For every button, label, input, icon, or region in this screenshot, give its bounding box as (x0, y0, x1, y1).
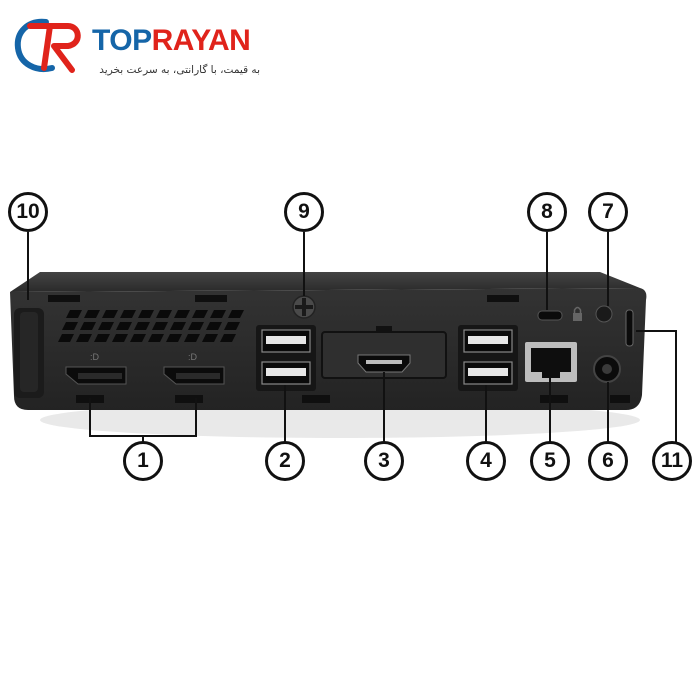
callout-4: 4 (466, 441, 506, 481)
callout-7: 7 (588, 192, 628, 232)
callout-label: 8 (541, 200, 553, 223)
brand-top: TOP (92, 24, 152, 57)
leader-lines (27, 232, 677, 443)
callout-label: 1 (137, 449, 149, 472)
usb-right-pair (458, 325, 518, 391)
hdmi-flex-port (321, 326, 447, 379)
callout-2: 2 (265, 441, 305, 481)
floor-shadow (40, 402, 640, 438)
logo: TOPRAYAN به قیمت، با گارانتی، به سرعت بخ… (10, 10, 260, 80)
vent-grille (58, 310, 244, 342)
top-slot (195, 295, 227, 302)
brand-name: TOPRAYAN (92, 24, 251, 58)
callout-label: 11 (660, 449, 684, 472)
callout-label: 4 (480, 449, 492, 472)
callout-1: 1 (123, 441, 163, 481)
power-connector (593, 355, 621, 383)
padlock-loop (595, 305, 613, 323)
dp-symbol-icon: :D (90, 352, 100, 362)
chassis-top (10, 272, 640, 292)
top-slot (487, 295, 519, 302)
antenna-slot (625, 309, 634, 347)
callout-label: 7 (602, 200, 614, 223)
security-cable-slot (537, 310, 563, 321)
callout-label: 9 (298, 200, 310, 223)
callout-label: 10 (16, 200, 40, 223)
dp-symbol-icon: :D (188, 352, 198, 362)
callout-5: 5 (530, 441, 570, 481)
callout-9: 9 (284, 192, 324, 232)
rj45-ethernet (525, 342, 577, 382)
callout-label: 2 (279, 449, 291, 472)
logo-mark-icon (14, 18, 81, 73)
top-slot (48, 295, 80, 302)
displayport-1: :D (65, 352, 127, 385)
thumbscrew (292, 295, 316, 319)
callout-label: 5 (544, 449, 556, 472)
callout-label: 3 (378, 449, 390, 472)
displayport-2: :D (163, 352, 225, 385)
usb-left-pair (256, 325, 316, 391)
lock-icon (573, 306, 582, 321)
callout-3: 3 (364, 441, 404, 481)
brand-tagline: به قیمت، با گارانتی، به سرعت بخرید (99, 64, 260, 76)
callout-8: 8 (527, 192, 567, 232)
callout-11: 11 (652, 441, 692, 481)
callout-6: 6 (588, 441, 628, 481)
brand-rayan: RAYAN (151, 24, 251, 57)
callout-label: 6 (602, 449, 614, 472)
callout-10: 10 (8, 192, 48, 232)
